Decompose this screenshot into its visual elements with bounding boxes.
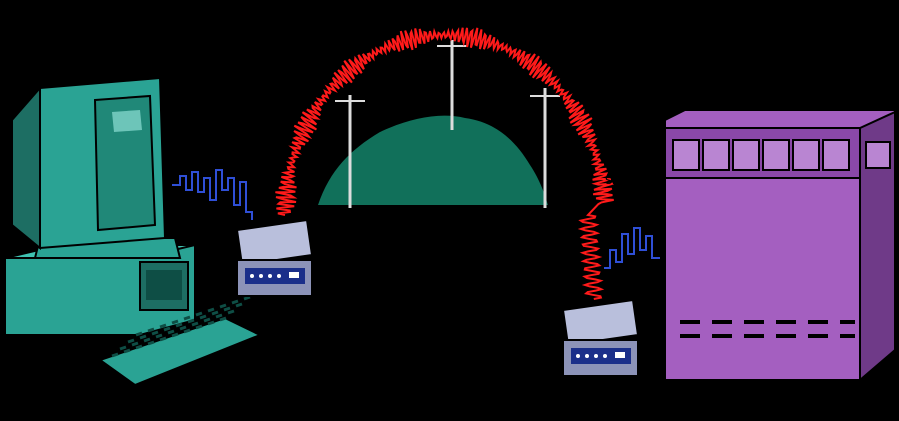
telephone-pole-icon	[530, 88, 560, 208]
label-terminal: Terminal	[24, 369, 77, 385]
terminal-computer-icon	[4, 76, 263, 387]
mainframe-computer-icon	[664, 109, 896, 383]
telephone-pole-icon	[335, 95, 365, 208]
label-analog-signals: Analog signals	[244, 32, 291, 70]
keyboard-icon	[97, 295, 263, 387]
digital-signal-wave-right	[604, 227, 660, 269]
label-digital-signals-right: Digital signals	[605, 147, 649, 187]
modem-icon	[561, 298, 640, 377]
label-computer: Computer	[743, 397, 805, 413]
telephone-pole-icon	[437, 40, 467, 130]
hill	[318, 115, 548, 205]
label-digital-signals-left: Digital signals	[178, 65, 222, 103]
digital-signal-wave-left	[172, 169, 253, 220]
label-phone-line: Phone line	[332, 17, 398, 33]
label-modem-right: Modem	[576, 381, 623, 397]
modem-icon	[235, 218, 314, 297]
label-modem-left: Modem	[277, 303, 324, 319]
analog-signal-wave	[275, 27, 614, 300]
